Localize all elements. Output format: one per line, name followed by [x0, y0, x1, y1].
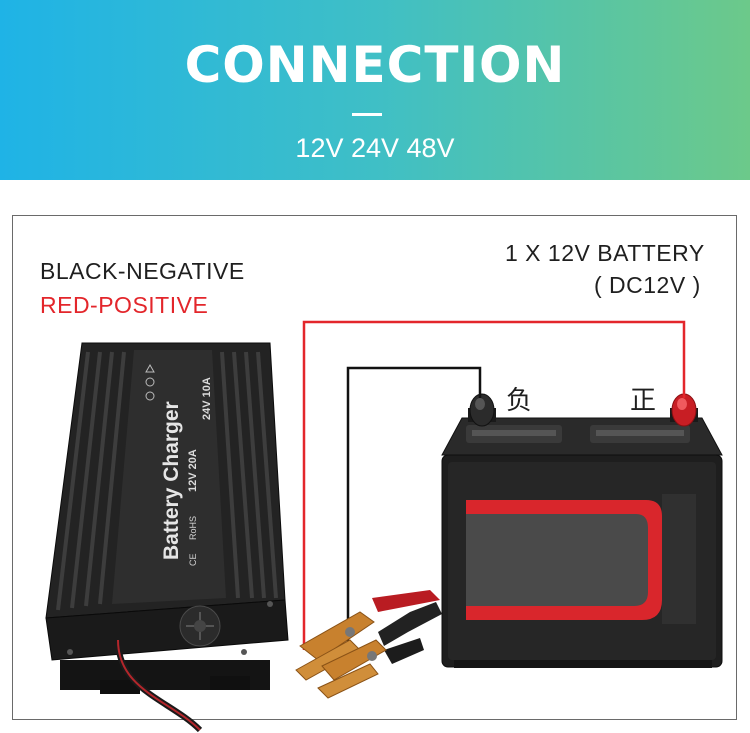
charger-ce-mark: CE [188, 553, 198, 566]
battery-illustration [441, 393, 723, 668]
positive-label: RED-POSITIVE [40, 292, 209, 318]
negative-label: BLACK-NEGATIVE [40, 258, 245, 284]
charger-spec-24v: 24V 10A [201, 377, 213, 420]
black-clamp [317, 602, 442, 699]
negative-wire [346, 366, 482, 660]
positive-terminal-label: 正 [630, 386, 657, 416]
charger-spec-12v: 12V 20A [187, 449, 199, 492]
voltage-subtitle: 12V 24V 48V [295, 133, 455, 163]
charger-illustration: Battery Charger 12V 20A 24V 10A RoHS CE [45, 342, 289, 733]
negative-terminal-label: 负 [506, 386, 533, 416]
charger-brand-label: Battery Charger [160, 401, 183, 560]
page-title: CONNECTION [184, 36, 566, 94]
battery-title: 1 X 12V BATTERY [505, 240, 705, 266]
charger-rohs-mark: RoHS [188, 516, 198, 540]
red-clamp [295, 590, 440, 681]
warning-icons [145, 363, 155, 401]
negative-terminal [468, 393, 496, 427]
header-banner: CONNECTION 12V 24V 48V [0, 0, 750, 180]
title-divider [352, 113, 382, 116]
positive-terminal [670, 393, 698, 427]
positive-wire [302, 320, 686, 650]
battery-voltage: ( DC12V ) [594, 272, 701, 298]
diagram-frame [12, 215, 737, 720]
